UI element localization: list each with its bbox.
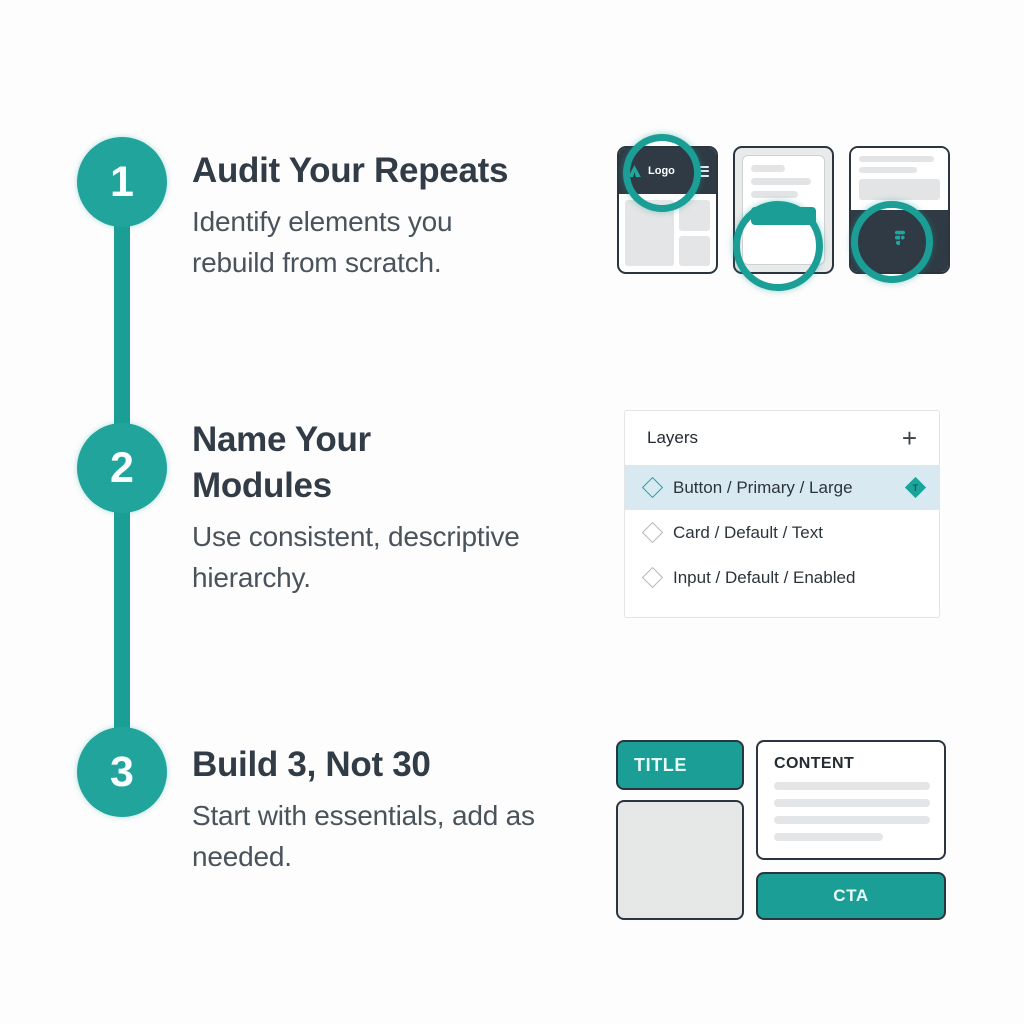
step-2-description: Use consistent, descriptive hierarchy. [192,521,520,593]
placeholder-line [859,167,918,173]
placeholder-line [751,191,798,198]
step-2-text: Name Your Modules Use consistent, descri… [192,417,592,599]
component-badge-icon: T [904,476,927,499]
step-number-3: 3 [110,747,134,796]
placeholder-line [751,165,785,172]
plus-icon[interactable]: + [901,423,917,453]
placeholder-line [751,178,811,185]
title-block: TITLE [616,740,744,790]
mockup-card-navbar: Logo [617,146,718,274]
step-1-description: Identify elements you rebuild from scrat… [192,206,453,278]
logo-label: Logo [648,165,675,177]
mockup-card-group: Logo [617,146,950,274]
placeholder-line [774,799,930,807]
placeholder-line [774,782,930,790]
step-number-2: 2 [110,443,134,492]
mockup-card-button [733,146,834,274]
component-diamond-icon [641,521,664,544]
layers-panel-header: Layers + [625,411,939,465]
step-bullet-2: 2 [77,423,167,513]
content-card-heading: CONTENT [774,755,855,772]
image-placeholder-block [616,800,744,920]
content-card: CONTENT [756,740,946,860]
layer-row-input[interactable]: Input / Default / Enabled [625,555,939,600]
layer-row-button[interactable]: Button / Primary / Large T [625,465,939,510]
layer-row-card[interactable]: Card / Default / Text [625,510,939,555]
content-block-small-bottom [678,235,710,266]
layer-row-label: Card / Default / Text [673,522,823,542]
primary-button-block[interactable] [751,207,816,225]
mountain-logo-icon [626,163,643,180]
step-3-description: Start with essentials, add as needed. [192,800,535,872]
content-block-small-top [678,200,710,231]
step-number-1: 1 [110,157,134,206]
mockup-inner-card [742,155,825,265]
component-diamond-icon [641,566,664,589]
step-1-text: Audit Your Repeats Identify elements you… [192,148,592,283]
placeholder-line [859,156,934,162]
step-bullet-3: 3 [77,727,167,817]
step-3-title: Build 3, Not 30 [192,745,431,784]
layers-panel: Layers + Button / Primary / Large T Card… [624,410,940,618]
step-bullet-1: 1 [77,137,167,227]
step-3-text: Build 3, Not 30 Start with essentials, a… [192,742,592,877]
step-1-title: Audit Your Repeats [192,151,509,190]
cta-button[interactable]: CTA [756,872,946,920]
layer-row-label: Input / Default / Enabled [673,567,856,587]
layer-row-label: Button / Primary / Large [673,477,853,497]
hamburger-menu-icon[interactable] [696,165,709,177]
placeholder-line [774,833,884,841]
title-block-label: TITLE [634,754,687,775]
content-block-large [625,200,674,266]
step-2-title: Name Your Modules [192,420,371,506]
placeholder-line [774,816,930,824]
cta-button-label: CTA [833,886,869,905]
mockup-content-grid [619,194,716,272]
mockup-brand-top [851,148,948,210]
mockup-brand-bottom [851,210,948,272]
placeholder-block [859,179,940,200]
content-block-column [678,200,710,266]
mockup-navbar: Logo [619,148,716,194]
mockup-card-brand [849,146,950,274]
component-diamond-icon [641,476,664,499]
layers-panel-title: Layers [647,428,699,447]
figma-f-icon [889,228,911,255]
